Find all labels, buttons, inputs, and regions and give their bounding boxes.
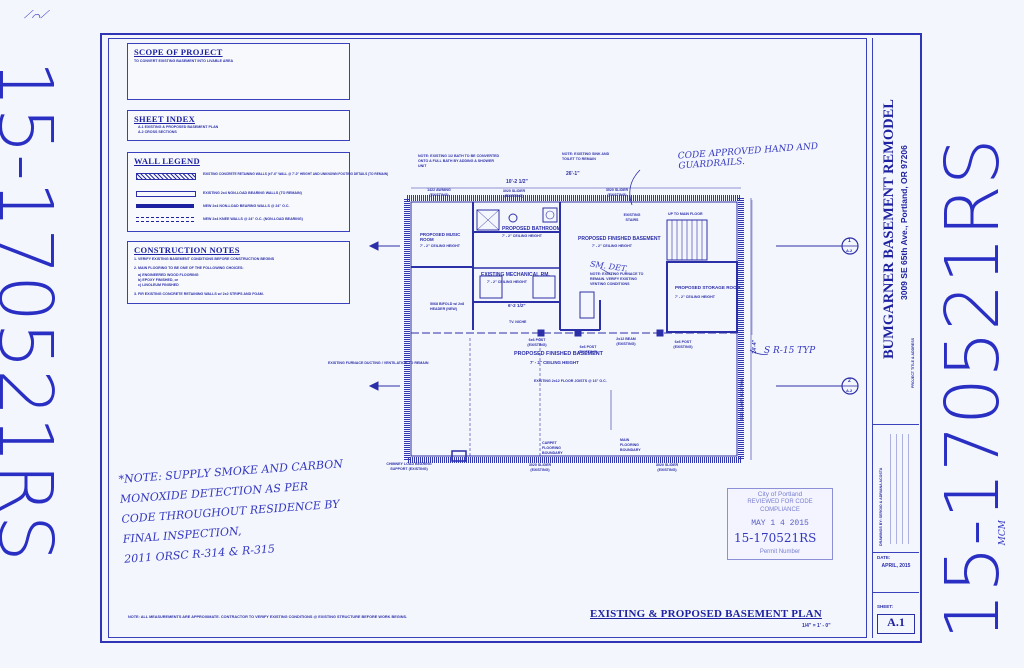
finished-main-label: PROPOSED FINISHED BASEMENT <box>514 351 603 357</box>
section-number: 2 <box>848 378 851 384</box>
note-item: 3. FIR EXISTING CONCRETE RETAINING WALLS… <box>134 292 264 296</box>
slider-top-left: 3020 SLIDER (EXISTING) <box>502 189 526 198</box>
dim-top-left: 10'-2 1/2" <box>506 179 528 185</box>
stairs-label: EXISTING STAIRS <box>623 213 641 222</box>
note-bath: NOTE: EXISTING 1/2 BATH TO BE CONVERTED … <box>418 154 500 168</box>
date-cell: DATE: APRIL, 2015 <box>873 552 919 593</box>
header-label: 5068 BIFOLD w/ 2x8 HEADER (NEW) <box>430 302 465 311</box>
storage-room <box>666 261 738 333</box>
scope-heading: SCOPE OF PROJECT <box>134 47 223 57</box>
stamp-date: MAY 1 4 2015 <box>751 519 809 528</box>
finished-top-label: PROPOSED FINISHED BASEMENT <box>578 236 661 242</box>
music-room-label: PROPOSED MUSIC ROOM <box>420 232 461 242</box>
bathroom-label: PROPOSED BATHROOM <box>502 226 561 232</box>
section-sheet: A.2 <box>846 388 853 393</box>
rs-typ-note: S R-15 TYP <box>764 346 816 356</box>
drawn-by-lines <box>885 434 913 544</box>
scale-label: 1/4" = 1' - 0" <box>802 623 831 629</box>
note-item: b) EPOXY FINISHED, or <box>138 278 179 282</box>
construction-notes-heading: CONSTRUCTION NOTES <box>134 245 240 255</box>
awning-label: 1422 AWNING (EXISTING) <box>427 188 451 197</box>
scope-box: SCOPE OF PROJECT TO CONVERT EXISTING BAS… <box>127 43 350 100</box>
sheet-index-item: A.2 CROSS SECTIONS <box>138 130 177 134</box>
legend-swatch-concrete <box>136 173 196 180</box>
legend-swatch-new <box>136 204 194 208</box>
dim-top-right: 26'-1" <box>566 171 580 177</box>
date-label: DATE: <box>877 555 891 560</box>
legend-item: NEW 2x4 KNEE WALLS @ 24" O.C. (NON-LOAD … <box>203 217 303 221</box>
exterior-wall <box>404 195 744 463</box>
bathroom-height: 7' - 2" CEILING HEIGHT <box>502 234 542 238</box>
furnace-vent-label: EXISTING FURNACE DUCTING / VENTILATION T… <box>328 361 429 365</box>
construction-notes-box: CONSTRUCTION NOTES 1. VERIFY EXISTING BA… <box>127 241 350 304</box>
drawn-by-cell: DRAWINGS BY: SERGIO & ADRIANA ACOSTA <box>873 424 919 553</box>
finished-main-height: 7' - 2" CEILING HEIGHT <box>530 360 579 365</box>
legend-item: EXISTING CONCRETE RETAINING WALLS (±7'-6… <box>203 172 389 176</box>
carpet-label: CARPET FLOORING BOUNDARY <box>542 441 563 455</box>
finished-top-height: 7' - 2" CEILING HEIGHT <box>592 244 632 248</box>
slider-bottom-right: 3020 SLIDER (EXISTING) <box>655 463 679 472</box>
date-value: APRIL, 2015 <box>881 563 911 569</box>
dim-right: 24'-4" <box>752 340 758 354</box>
up-label: UP TO MAIN FLOOR <box>668 212 703 216</box>
sheet-index-item: A.1 EXISTING & PROPOSED BASEMENT PLAN <box>138 125 219 129</box>
section-sheet: A.2 <box>846 248 853 253</box>
dim-mid: 6'-2 1/2" <box>508 303 526 308</box>
project-title-label: PROJECT TITLE & ADDRESS <box>911 338 915 388</box>
stamp-permit-label: Permit Number <box>759 549 801 555</box>
legend-swatch-knee <box>136 217 194 222</box>
sheet-number: A.1 <box>877 614 915 634</box>
footer-note: NOTE: ALL MEASUREMENTS ARE APPROXIMATE. … <box>128 615 408 619</box>
beam-label: 2x12 BEAM (EXISTING) <box>616 337 636 346</box>
mechanical-label: EXISTING MECHANICAL RM. <box>481 272 550 278</box>
corner-scribble: ⟋⌒⟋ <box>24 8 49 21</box>
legend-item: EXISTING 2x4 NON-LOAD BEARING WALLS (TO … <box>203 191 302 195</box>
sheet-index-heading: SHEET INDEX <box>134 114 196 124</box>
drawn-by: DRAWINGS BY: SERGIO & ADRIANA ACOSTA <box>879 467 883 546</box>
note-item: c) LINOLEUM FINISHED <box>138 283 179 287</box>
sheet-index-box: SHEET INDEX A.1 EXISTING & PROPOSED BASE… <box>127 110 350 141</box>
storage-height: 7' - 2" CEILING HEIGHT <box>675 295 715 299</box>
post-label: 6x6 POST (EXISTING) <box>578 345 598 354</box>
scope-text: TO CONVERT EXISTING BASEMENT INTO LIVABL… <box>134 59 234 63</box>
stamp-reviewed: REVIEWED FOR CODE <box>747 499 813 505</box>
project-title-cell: BUMGARNER BASEMENT REMODEL 3009 SE 65th … <box>873 38 919 425</box>
joists-label: EXISTING 2x12 FLOOR JOISTS @ 16" O.C. <box>534 379 607 383</box>
project-title: BUMGARNER BASEMENT REMODEL <box>881 99 897 359</box>
slider-right: 3020 SLIDER (EXISTING) <box>740 378 744 421</box>
section-number: 1 <box>848 238 851 244</box>
chimney-label: CHIMNEY LOAD BEARING SUPPORT (EXISTING) <box>386 462 432 471</box>
approval-stamp: City of Portland REVIEWED FOR CODE COMPL… <box>727 488 833 560</box>
stamp-city: City of Portland <box>757 491 803 498</box>
slider-bottom-left: 3020 SLIDER (EXISTING) <box>528 463 552 472</box>
title-block: BUMGARNER BASEMENT REMODEL 3009 SE 65th … <box>872 38 919 638</box>
note-item: 2. MAIN FLOORING TO BE ONE OF THE FOLLOW… <box>134 266 244 270</box>
legend-item: NEW 2x4 NON-LOAD BEARING WALLS @ 24" O.C… <box>203 204 290 208</box>
sheet-title: EXISTING & PROPOSED BASEMENT PLAN <box>590 608 822 620</box>
music-room-height: 7' - 2" CEILING HEIGHT <box>420 244 460 248</box>
wall-legend-heading: WALL LEGEND <box>134 156 200 166</box>
stamp-compliance: COMPLIANCE <box>760 507 800 513</box>
main-floor-label: MAIN FLOORING BOUNDARY <box>620 438 641 452</box>
sheet-border <box>100 33 922 643</box>
stamp-number: 15-170521RS <box>734 531 817 545</box>
sheet-label: SHEET: <box>877 604 894 609</box>
storage-label: PROPOSED STORAGE ROOM <box>675 285 741 290</box>
note-sink: NOTE: EXISTING SINK AND TOILET TO REMAIN <box>562 152 610 161</box>
mechanical-height: 7' - 2" CEILING HEIGHT <box>487 280 527 284</box>
note-item: a) ENGINEERED WOOD FLOORING <box>138 273 199 277</box>
furnace-note: NOTE: EXISTING FURNACE TO REMAIN. VERIFY… <box>590 272 644 286</box>
slider-top-right: 3020 SLIDER (EXISTING) <box>605 188 629 197</box>
drawing-area <box>108 38 867 638</box>
wall-legend-box: WALL LEGEND EXISTING CONCRETE RETAINING … <box>127 152 388 232</box>
tv-niche-label: TV. NICHE <box>509 320 527 324</box>
handwritten-note: *NOTE: SUPPLY SMOKE AND CARBON MONOXIDE … <box>118 454 349 569</box>
project-address: 3009 SE 65th Ave., Portland, OR 97206 <box>899 145 909 301</box>
legend-swatch-existing <box>136 191 196 197</box>
post-label: 6x6 POST (EXISTING) <box>527 338 547 347</box>
post-label: 6x6 POST (EXISTING) <box>673 340 693 349</box>
note-item: 1. VERIFY EXISTING BASEMENT CONDITIONS B… <box>134 257 275 261</box>
sheet-cell: SHEET: A.1 <box>873 592 919 638</box>
